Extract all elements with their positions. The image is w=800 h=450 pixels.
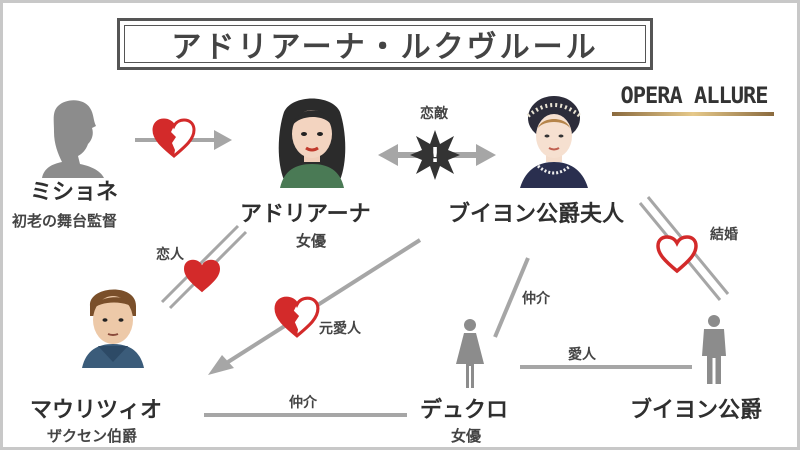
maurizio-portrait-icon	[82, 289, 144, 368]
duclos-role: 女優	[451, 427, 482, 445]
heart-outline-icon-married	[656, 235, 698, 274]
label-go-between-duchess: 仲介	[522, 291, 550, 307]
arrow-former-love	[208, 238, 422, 375]
label-mistress: 愛人	[568, 347, 596, 363]
label-rival: 恋敵	[420, 106, 448, 122]
broken-heart-icon	[152, 118, 196, 158]
michonnet-role: 初老の舞台監督	[12, 212, 118, 230]
broken-heart-icon-former	[274, 296, 320, 338]
label-lover: 恋人	[156, 247, 184, 263]
explosion-icon: !	[410, 130, 460, 180]
adriana-role: 女優	[296, 232, 327, 250]
duclos-name: デュクロ	[420, 398, 509, 423]
adriana-name: アドリアーナ	[240, 202, 371, 227]
male-figure-icon	[702, 315, 726, 384]
maurizio-role: ザクセン伯爵	[47, 427, 138, 445]
duchess-portrait-icon	[520, 96, 588, 188]
brand-underline	[612, 112, 774, 116]
michonnet-silhouette-icon	[42, 100, 104, 178]
heart-icon-lovers	[184, 259, 220, 293]
duke-name: ブイヨン公爵	[630, 398, 763, 423]
svg-text:!: !	[430, 143, 439, 167]
female-figure-icon	[456, 319, 484, 388]
adriana-portrait-icon	[278, 98, 346, 188]
brand-logo: OPERA ALLURE	[620, 84, 769, 109]
line-go-between-duchess-duclos	[493, 257, 530, 338]
duchess-name: ブイヨン公爵夫人	[448, 202, 625, 227]
label-married: 結婚	[710, 227, 738, 243]
label-former-love: 元愛人	[319, 321, 361, 337]
title-box: アドリアーナ・ルクヴルール	[117, 18, 653, 70]
maurizio-name: マウリツィオ	[30, 398, 163, 423]
label-go-between-maurizio: 仲介	[289, 395, 317, 411]
michonnet-name: ミショネ	[30, 180, 119, 205]
